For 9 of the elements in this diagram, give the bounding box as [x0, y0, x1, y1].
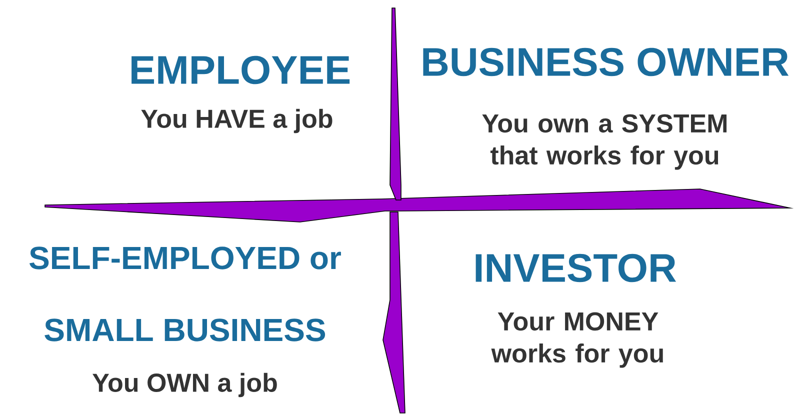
- body-text: You own a SYSTEM that works for you: [482, 114, 727, 170]
- heading-text: BUSINESS OWNER: [423, 48, 789, 76]
- heading-text: SMALL BUSINESS: [44, 318, 326, 342]
- heading-text: INVESTOR: [476, 254, 676, 282]
- body-text: You OWN a job: [92, 372, 277, 398]
- heading-text: SELF-EMPLOYED or: [29, 246, 341, 270]
- body-text: Your MONEY works for you: [491, 312, 663, 368]
- body-text: You HAVE a job: [141, 108, 332, 134]
- heading-text: EMPLOYEE: [132, 56, 350, 84]
